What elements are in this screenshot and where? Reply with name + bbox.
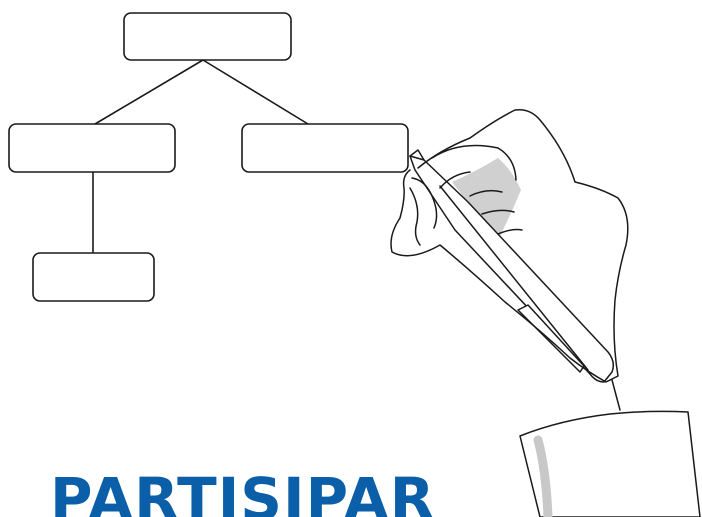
hand-with-pen-illustration (390, 108, 701, 517)
org-box-left-grandchild (32, 252, 155, 302)
sleeve-cuff (519, 410, 701, 517)
sleeve-cuff-shadow (533, 435, 553, 517)
hand-outline (390, 108, 629, 383)
connector-root-to-right (202, 59, 309, 125)
connector-root-to-left (94, 59, 204, 125)
pen-shadow (452, 158, 521, 238)
caption-title: PARTISIPAR (50, 465, 436, 517)
org-box-root (123, 12, 292, 61)
org-box-right-child (241, 123, 409, 173)
org-box-left-child (8, 123, 176, 173)
